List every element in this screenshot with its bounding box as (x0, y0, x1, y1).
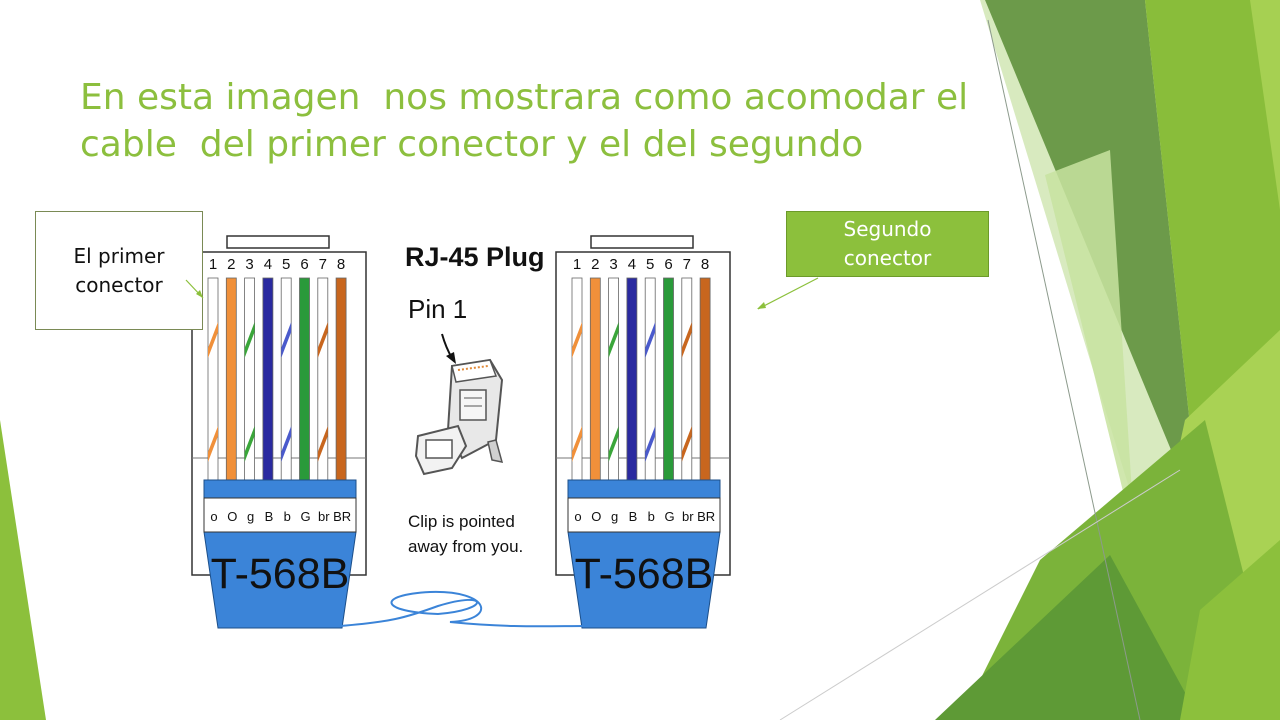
left-wire (335, 277, 347, 481)
right-wire-code: br (682, 509, 694, 524)
left-pin-number: 7 (319, 256, 327, 273)
right-pin-number: 1 (573, 256, 581, 273)
right-pale-wedge (1045, 150, 1135, 540)
right-latch (590, 235, 694, 249)
left-wire-code: BR (333, 509, 351, 524)
left-wire-code: g (247, 509, 254, 524)
left-pin-number: 5 (282, 256, 290, 273)
left-wire-code: G (300, 509, 310, 524)
left-corner-triangle (0, 420, 46, 720)
left-wire-code: o (210, 509, 217, 524)
right-pin-number: 3 (609, 256, 617, 273)
left-wire-stripe (281, 426, 292, 462)
left-pin-number: 4 (264, 256, 272, 273)
right-wire-stripe (645, 426, 656, 462)
right-wire (699, 277, 711, 481)
right-pin-number: 4 (628, 256, 636, 273)
right-wire-code: O (591, 509, 601, 524)
left-wire-code: B (265, 509, 274, 524)
plug-illustration (414, 358, 504, 476)
rj45-heading: RJ-45 Plug (405, 242, 545, 272)
left-wire-stripe (244, 322, 255, 358)
right-wire-code: BR (697, 509, 715, 524)
left-pin-number: 6 (300, 256, 308, 273)
right-pin-number: 5 (646, 256, 654, 273)
left-wire-stripe (244, 426, 255, 462)
left-wire-code: O (227, 509, 237, 524)
left-wire (262, 277, 274, 481)
right-pin-number: 7 (683, 256, 691, 273)
right-wire-stripe (608, 322, 619, 358)
clip-note-line1: Clip is pointed (408, 512, 515, 531)
left-wire-stripe (208, 426, 218, 462)
left-latch (226, 235, 330, 249)
right-pin-number: 6 (664, 256, 672, 273)
clip-note-line2: away from you. (408, 537, 523, 556)
right-wire-code: g (611, 509, 618, 524)
left-code-strip (203, 497, 357, 533)
slide-title: En esta imagen nos mostrara como acomoda… (80, 77, 980, 165)
right-pin-number: 8 (701, 256, 709, 273)
right-top-sliver (1250, 0, 1280, 210)
right-wire (663, 277, 674, 481)
right-wire (589, 277, 601, 481)
thin-line-1 (987, 19, 1141, 720)
right-bottom-dark (935, 555, 1200, 720)
left-wire (225, 277, 237, 481)
pin1-label: Pin 1 (408, 294, 467, 324)
right-bottom-corner (1180, 540, 1280, 720)
right-code-strip (567, 497, 721, 533)
pin1-arrow (441, 333, 456, 364)
right-wire-code: G (664, 509, 674, 524)
left-wire-code: br (318, 509, 330, 524)
left-pin-number: 3 (245, 256, 253, 273)
callout-segundo-conector: Segundo conector (786, 211, 989, 277)
thin-line-2 (779, 469, 1181, 720)
left-pin-number: 2 (227, 256, 235, 273)
left-wire-stripe (317, 322, 328, 358)
left-wire (299, 277, 310, 481)
right-pin-number: 2 (591, 256, 599, 273)
right-wire-code: b (648, 509, 655, 524)
cable-loop (339, 590, 587, 628)
right-wire-stripe (572, 322, 582, 358)
left-pin-number: 8 (337, 256, 345, 273)
left-pin-number: 1 (209, 256, 217, 273)
left-wire-stripe (281, 322, 292, 358)
callout-primer-conector: El primer conector (35, 211, 203, 330)
right-wire (626, 277, 638, 481)
left-wire-stripe (317, 426, 328, 462)
left-wire-stripe (208, 322, 218, 358)
left-standard-label: T-568B (211, 550, 350, 598)
left-wire-code: b (284, 509, 291, 524)
right-wire-stripe (681, 322, 692, 358)
right-wire-stripe (681, 426, 692, 462)
right-wire-stripe (608, 426, 619, 462)
right-wire-code: B (629, 509, 638, 524)
right-wire-stripe (572, 426, 582, 462)
right-wire-code: o (574, 509, 581, 524)
right-standard-label: T-568B (575, 550, 714, 598)
right-wire-stripe (645, 322, 656, 358)
